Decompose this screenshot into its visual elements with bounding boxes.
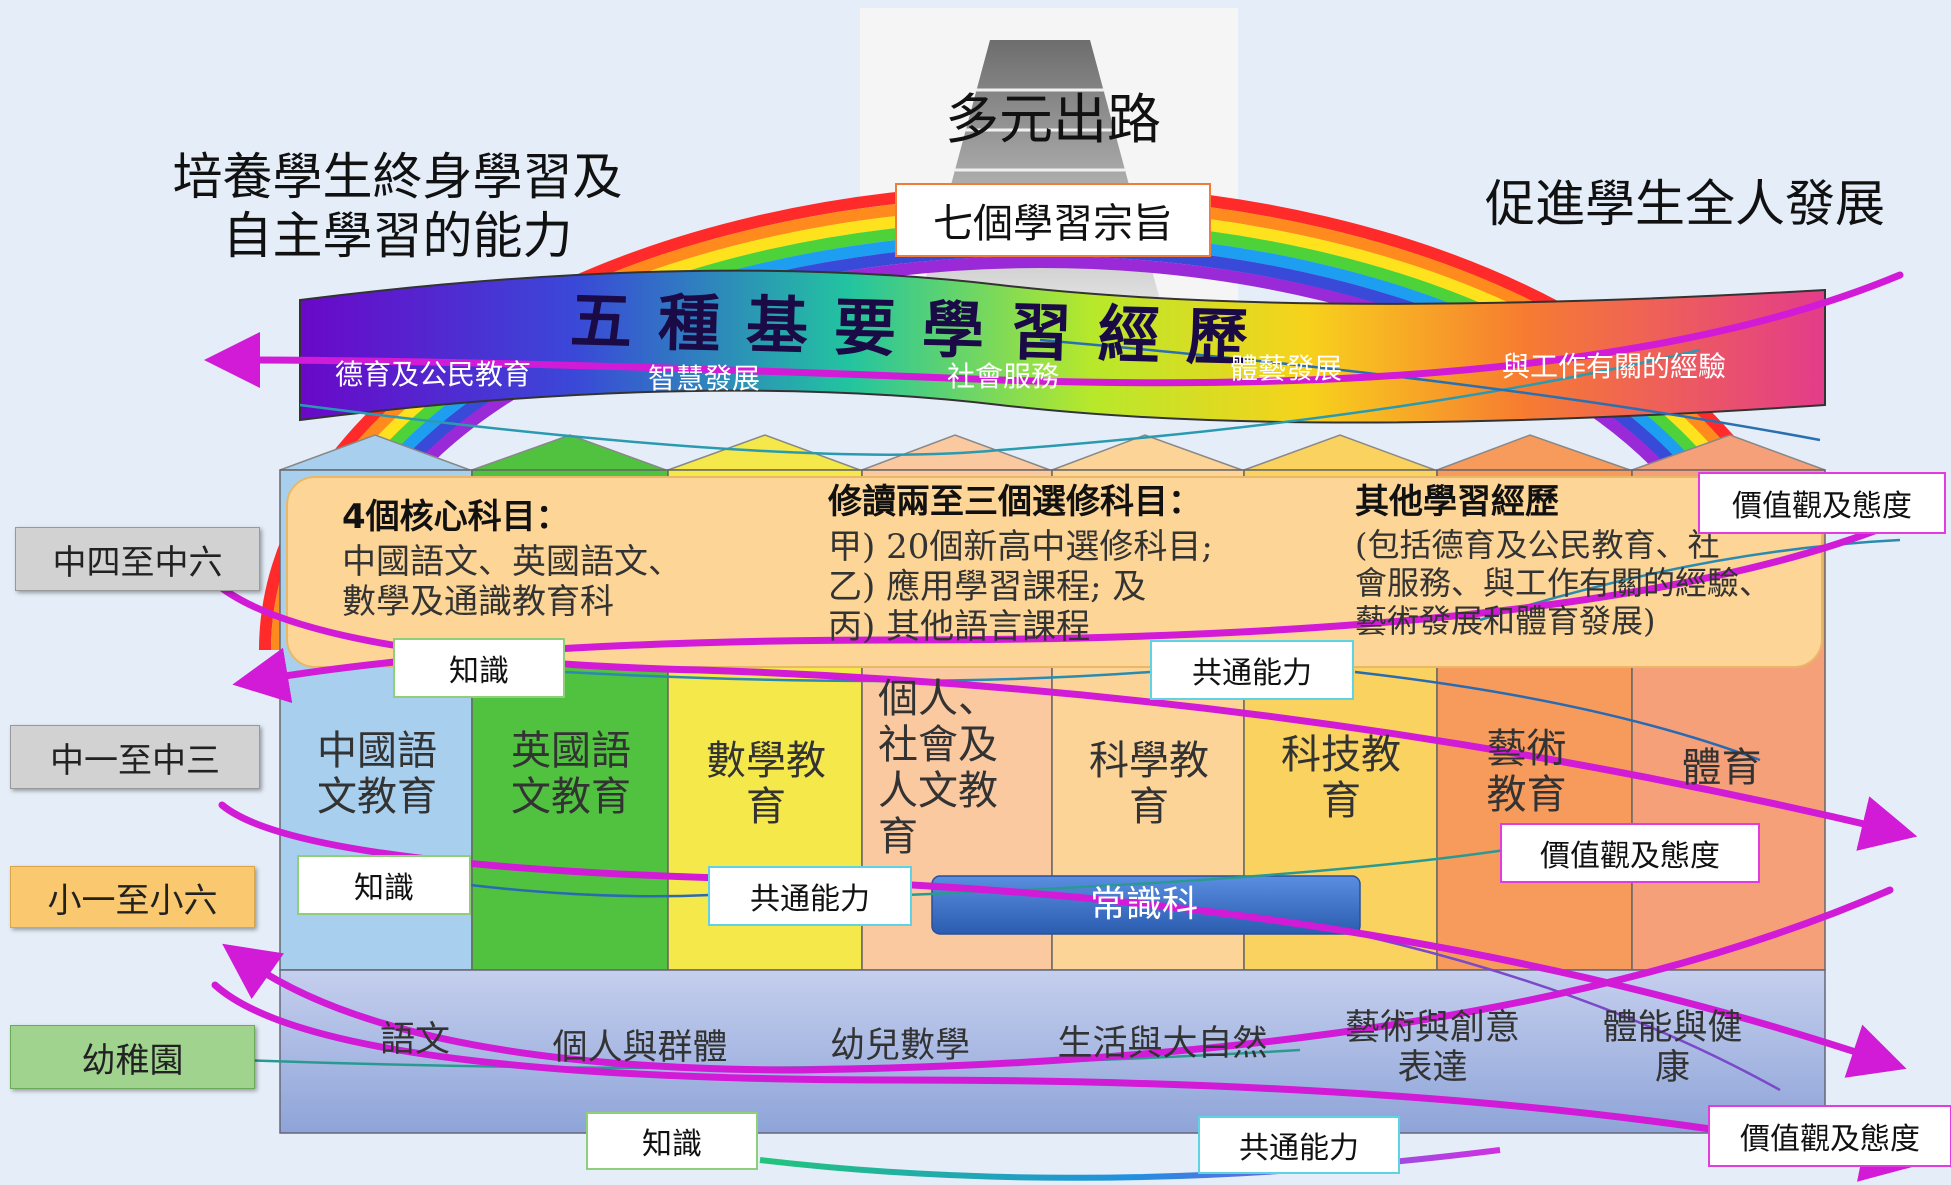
kla-personal-social-humanities: 個人、 社會及 人文教 育 xyxy=(878,676,998,860)
learning-experiences-banner xyxy=(299,269,1826,424)
top-title: 多元出路 xyxy=(945,88,1161,151)
seven-learning-goals-box: 七個學習宗旨 xyxy=(895,183,1211,257)
kla-chinese-language: 中國語 文教育 xyxy=(317,728,437,820)
kla-technology: 科技教 育 xyxy=(1281,732,1401,824)
right-goal-text: 促進學生全人發展 xyxy=(1485,175,1885,233)
values-attitudes-label-senior: 價值觀及態度 xyxy=(1698,472,1946,534)
ole-text: (包括德育及公民教育、社 會服務、與工作有關的經驗、 藝術發展和體育發展) xyxy=(1355,526,1772,640)
values-attitudes-label-kindergarten: 價值觀及態度 xyxy=(1708,1105,1951,1167)
pillar-roofs xyxy=(279,434,1826,471)
knowledge-label-primary: 知識 xyxy=(297,855,471,915)
kla-english-language: 英國語 文教育 xyxy=(511,728,631,820)
stage-label-s1-s3: 中一至中三 xyxy=(10,725,260,789)
general-studies-label: 常識科 xyxy=(1090,884,1199,925)
generic-skills-label-kindergarten: 共通能力 xyxy=(1198,1116,1400,1174)
kg-area-physical-fitness-health: 體能與健 康 xyxy=(1602,1008,1743,1089)
kla-physical-education: 體育 xyxy=(1681,745,1762,791)
electives-text: 甲) 20個新高中選修科目; 乙) 應用學習課程; 及 丙) 其他語言課程 xyxy=(828,527,1213,648)
values-attitudes-label-junior: 價值觀及態度 xyxy=(1500,823,1760,883)
electives-title: 修讀兩至三個選修科目： xyxy=(828,482,1202,522)
stage-label-kindergarten: 幼稚園 xyxy=(10,1025,255,1089)
kg-area-arts-and-creativity: 藝術與創意 表達 xyxy=(1344,1008,1520,1089)
kg-area-nature-and-living: 生活與大自然 xyxy=(1057,1024,1268,1064)
ole-title: 其他學習經歷 xyxy=(1355,482,1559,522)
kla-mathematics: 數學教 育 xyxy=(706,738,826,830)
generic-skills-label-senior: 共通能力 xyxy=(1150,640,1354,700)
kg-area-early-mathematics: 幼兒數學 xyxy=(829,1026,970,1066)
kla-arts: 藝術 教育 xyxy=(1486,726,1567,818)
banner-item-community-service: 社會服務 xyxy=(947,360,1060,393)
kla-science: 科學教 育 xyxy=(1089,738,1209,830)
core-subjects-text: 中國語文、英國語文、 數學及通識教育科 xyxy=(342,542,682,623)
banner-item-physical-aesthetic: 體藝發展 xyxy=(1230,352,1343,385)
knowledge-label-senior: 知識 xyxy=(393,638,565,698)
left-goal-text: 培養學生終身學習及 自主學習的能力 xyxy=(172,148,623,265)
kg-area-language: 語文 xyxy=(379,1020,450,1060)
core-subjects-title: 4個核心科目： xyxy=(342,497,570,537)
knowledge-label-kindergarten: 知識 xyxy=(586,1112,758,1170)
banner-item-moral-civic: 德育及公民教育 xyxy=(335,358,532,391)
banner-item-career-related: 與工作有關的經驗 xyxy=(1502,350,1727,383)
banner-item-intellectual: 智慧發展 xyxy=(648,362,761,395)
stage-label-s4-s6: 中四至中六 xyxy=(15,527,260,591)
stage-label-p1-p6: 小一至小六 xyxy=(10,866,255,928)
generic-skills-label-primary: 共通能力 xyxy=(708,866,912,926)
kg-area-self-and-society: 個人與群體 xyxy=(552,1028,728,1068)
